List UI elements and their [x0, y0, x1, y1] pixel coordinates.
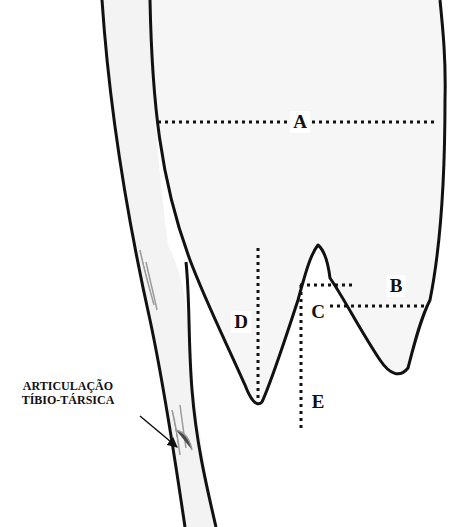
measure-letter: D [231, 311, 251, 333]
anatomy-label: ARTICULAÇÃO TÍBIO-TÁRSICA [9, 380, 127, 408]
udder-outline [150, 0, 445, 404]
measure-e [300, 285, 303, 432]
measure-letter: E [309, 391, 328, 413]
measure-letter: C [308, 301, 328, 323]
measure-letter: A [290, 111, 310, 133]
measure-lines [158, 122, 438, 432]
measure-b [330, 305, 426, 308]
leader-arrow [140, 416, 177, 447]
measure-c [300, 284, 356, 287]
joint-shading [140, 250, 192, 455]
measure-letter: B [387, 275, 406, 297]
measure-d [257, 248, 260, 400]
